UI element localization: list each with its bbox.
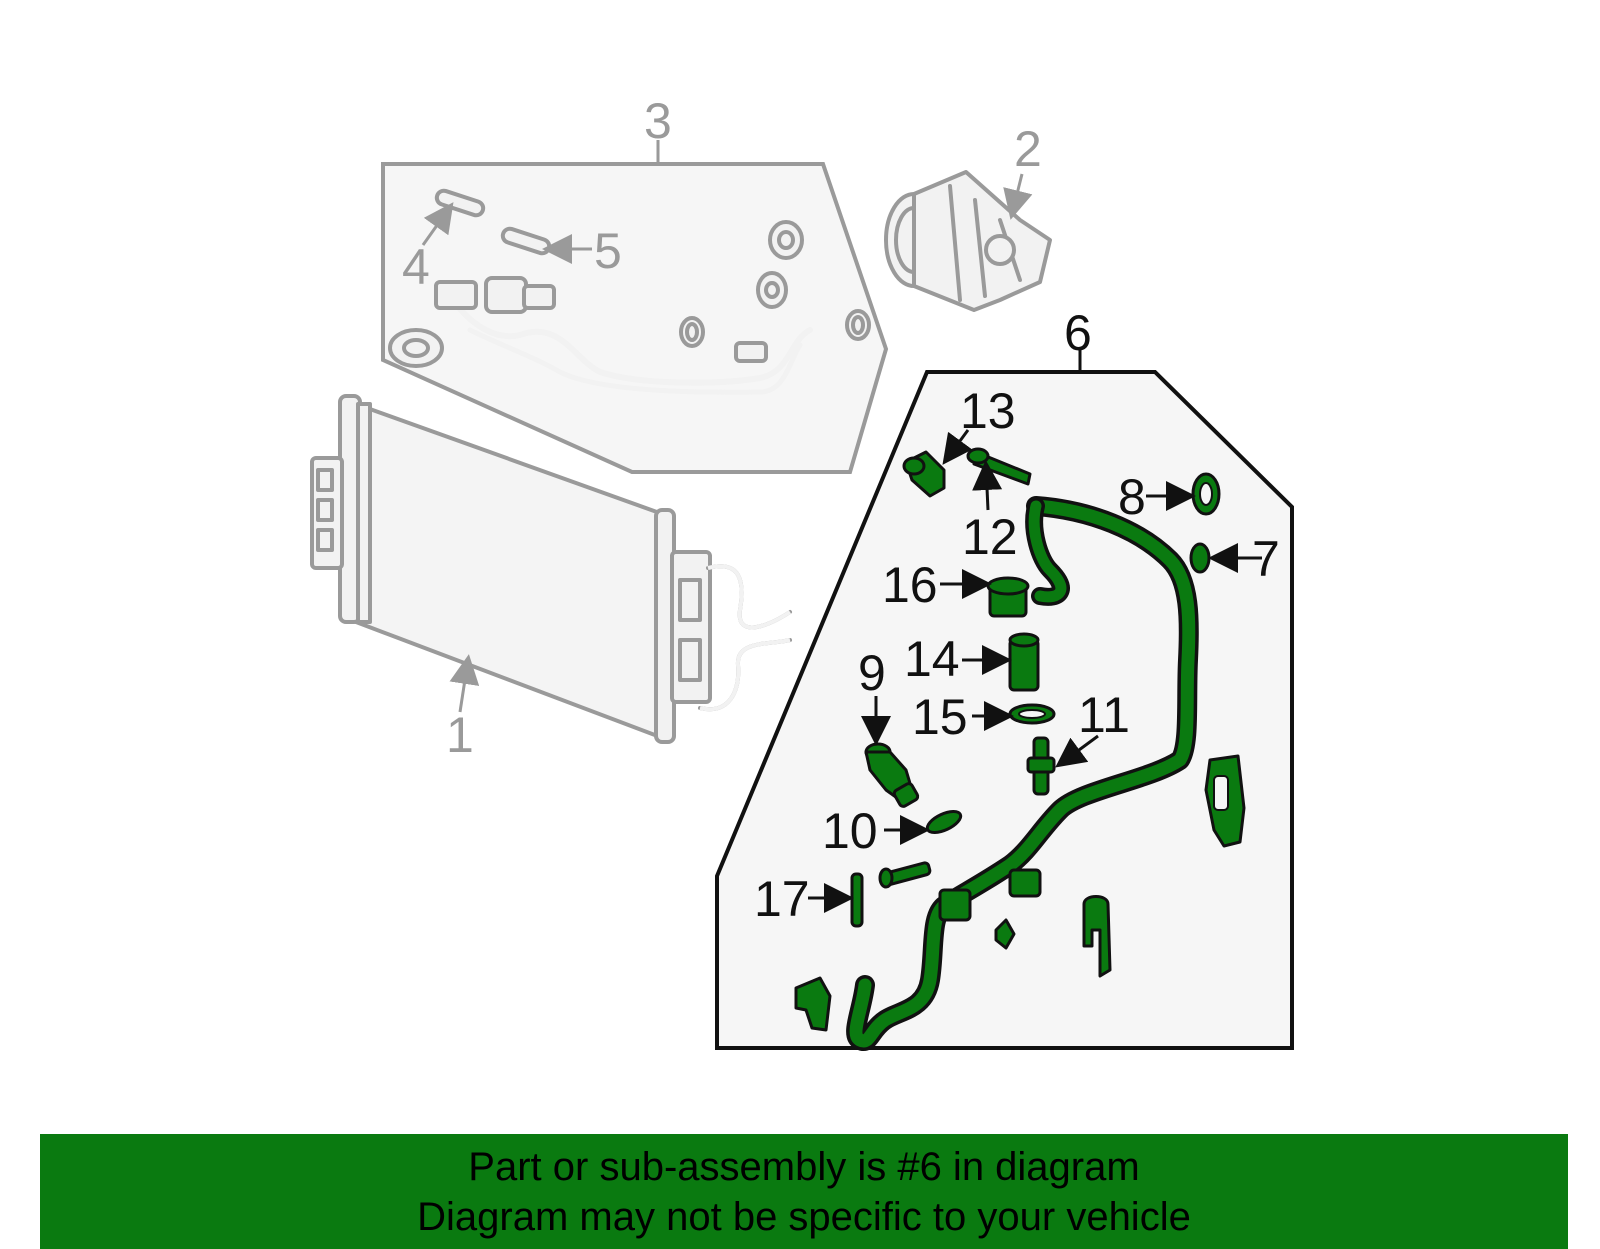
part-9[interactable] xyxy=(864,742,920,808)
clamp-right[interactable] xyxy=(1204,754,1246,848)
bracket-left[interactable] xyxy=(794,976,832,1032)
condenser xyxy=(310,394,792,744)
callout-5: 5 xyxy=(594,223,622,279)
assembly-3-panel xyxy=(381,140,889,474)
callout-4: 4 xyxy=(402,239,430,295)
info-banner: Part or sub-assembly is #6 in diagram Di… xyxy=(40,1134,1568,1249)
callout-9: 9 xyxy=(858,645,886,701)
callout-2: 2 xyxy=(1014,121,1042,177)
part-8[interactable] xyxy=(1191,472,1221,516)
callout-11: 11 xyxy=(1078,687,1130,743)
part-13[interactable] xyxy=(902,450,946,498)
callout-16: 16 xyxy=(882,557,938,613)
bolt[interactable] xyxy=(878,861,932,889)
callout-13: 13 xyxy=(960,383,1016,439)
hose-assembly-6[interactable] xyxy=(846,496,1199,1051)
callout-14: 14 xyxy=(904,631,960,687)
bracket-clip[interactable] xyxy=(1082,895,1112,978)
banner-line-2: Diagram may not be specific to your vehi… xyxy=(417,1195,1191,1239)
part-14[interactable] xyxy=(1008,632,1040,692)
callout-8: 8 xyxy=(1118,469,1146,525)
callout-7: 7 xyxy=(1252,531,1280,587)
callout-17: 17 xyxy=(754,871,810,927)
callout-10: 10 xyxy=(822,803,878,859)
part-16[interactable] xyxy=(986,576,1030,618)
part-11[interactable] xyxy=(1026,736,1056,796)
part-15[interactable] xyxy=(1008,703,1056,725)
callout-12: 12 xyxy=(962,509,1018,565)
callout-6: 6 xyxy=(1064,305,1092,361)
part-17[interactable] xyxy=(850,872,864,928)
parts-diagram: 1 2 3 4 5 6 7 8 9 10 11 12 13 14 15 16 1… xyxy=(310,93,1294,1051)
nut[interactable] xyxy=(994,918,1016,950)
callout-1: 1 xyxy=(446,707,474,763)
part-7[interactable] xyxy=(1189,542,1211,574)
callout-3: 3 xyxy=(644,93,672,149)
callout-15: 15 xyxy=(912,689,968,745)
banner-line-1: Part or sub-assembly is #6 in diagram xyxy=(468,1145,1140,1189)
compressor xyxy=(884,170,1052,312)
